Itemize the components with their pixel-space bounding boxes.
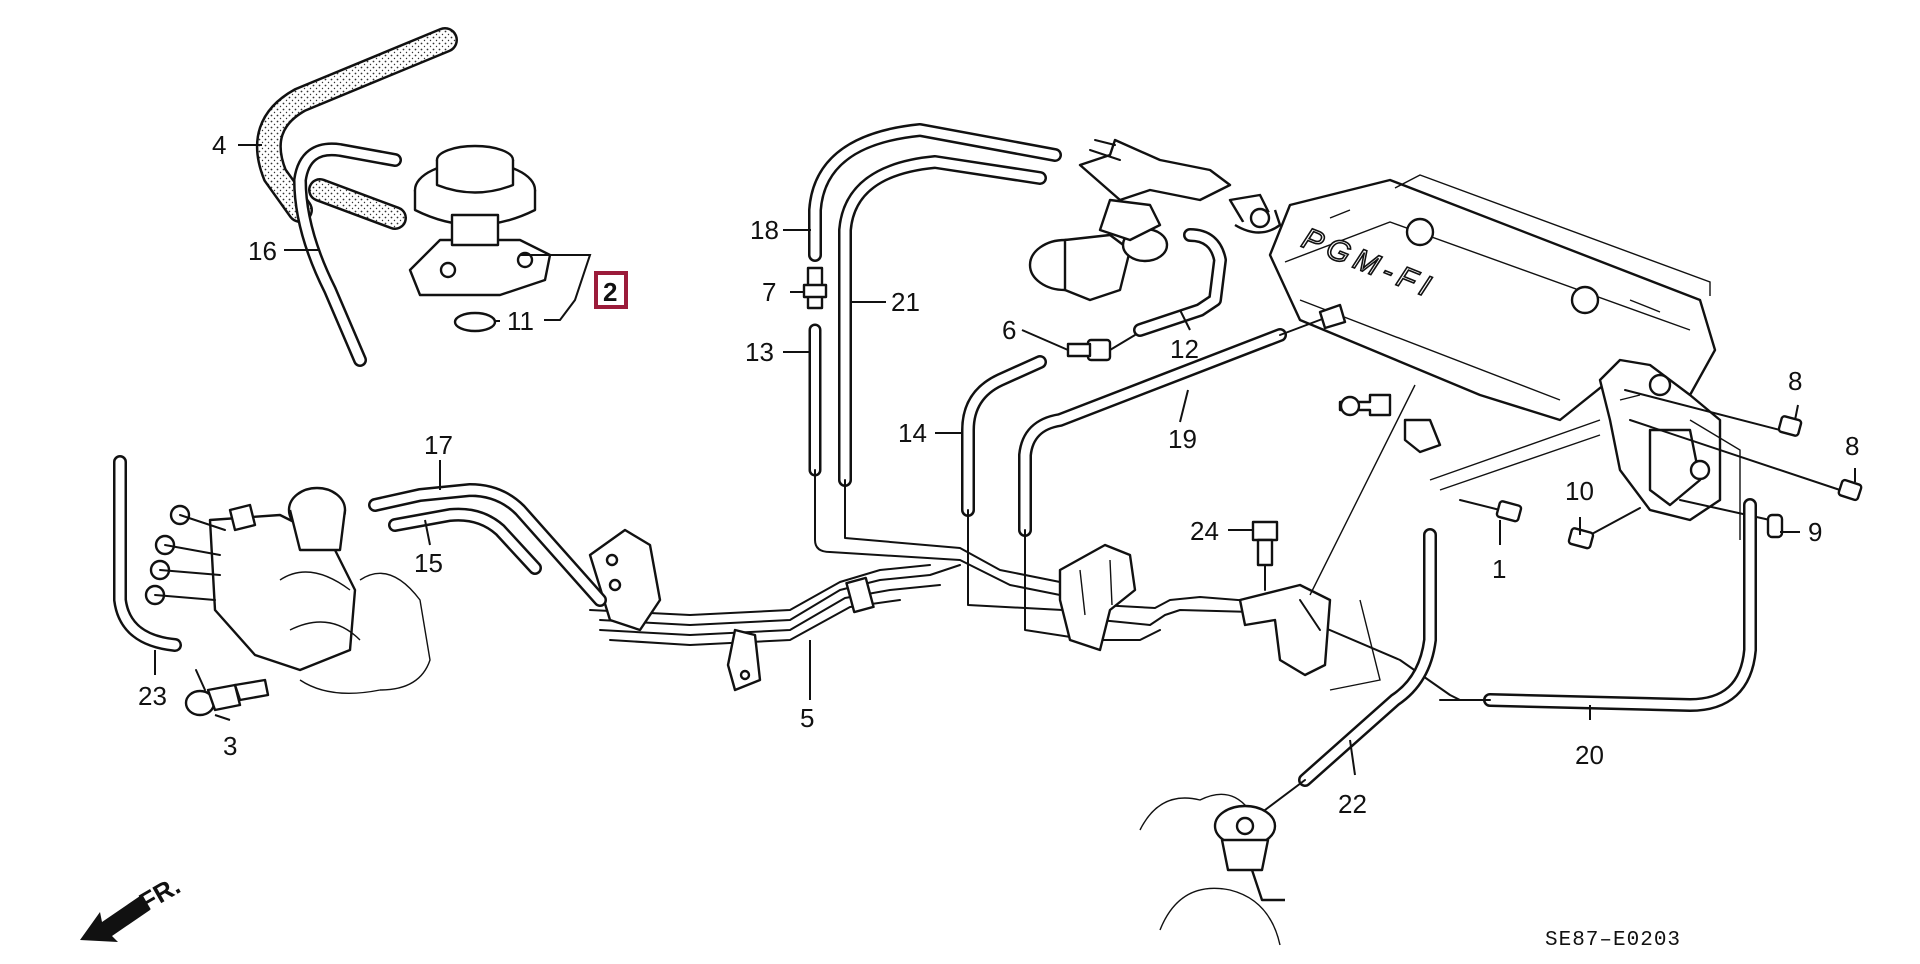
callout-20: 20	[1575, 740, 1604, 770]
callout-24: 24	[1190, 516, 1219, 546]
callout-2-highlight-box	[594, 271, 628, 309]
callout-11: 11	[507, 306, 534, 336]
callout-19: 19	[1168, 424, 1197, 454]
fuel-pressure-regulator	[1139, 793, 1285, 946]
tube-bracket	[588, 528, 762, 692]
callout-7: 7	[762, 277, 776, 307]
callout-22: 22	[1338, 789, 1367, 819]
gasket-11	[453, 311, 497, 333]
joint-7	[802, 266, 828, 310]
intake-manifold	[1268, 174, 1717, 422]
front-direction-arrow-icon	[80, 896, 150, 942]
tube-assembly-5	[589, 469, 1461, 701]
air-intake-assembly	[144, 486, 431, 694]
callout-8-lower: 8	[1845, 431, 1859, 461]
bolt-24	[1251, 520, 1279, 591]
callout-10: 10	[1565, 476, 1594, 506]
purge-control-valve	[1028, 138, 1282, 302]
callout-9: 9	[1808, 517, 1822, 547]
fitting-6	[1066, 334, 1136, 362]
vacuum-cap-1	[1459, 499, 1523, 523]
callout-17: 17	[424, 430, 453, 460]
hose-17	[368, 483, 607, 607]
callout-23: 23	[138, 681, 167, 711]
hose-14	[961, 355, 1101, 613]
manifold-bolt	[1338, 393, 1392, 417]
callout-18: 18	[750, 215, 779, 245]
callout-15: 15	[414, 548, 443, 578]
callout-1: 1	[1492, 554, 1506, 584]
clip-bracket	[1403, 418, 1442, 454]
vacuum-cap-8-upper	[1624, 389, 1803, 437]
egr-control-valve	[408, 144, 552, 297]
callout-21: 21	[891, 287, 920, 317]
throttle-body	[1598, 358, 1741, 540]
callout-5: 5	[800, 703, 814, 733]
fitting-3	[184, 669, 270, 717]
diagram-code: SE87–E0203	[1545, 929, 1681, 952]
hose-23	[113, 455, 182, 652]
callout-3: 3	[223, 731, 237, 761]
callout-16: 16	[248, 236, 277, 266]
callout-14: 14	[898, 418, 927, 448]
callout-8-upper: 8	[1788, 366, 1802, 396]
callout-6: 6	[1002, 315, 1016, 345]
vacuum-cap-10	[1567, 507, 1641, 550]
callout-2[interactable]: 2	[603, 277, 617, 307]
hose-20	[1439, 498, 1757, 712]
callout-12: 12	[1170, 334, 1199, 364]
callout-4: 4	[212, 130, 226, 160]
hose-16	[293, 142, 402, 367]
hose-22	[1264, 528, 1437, 811]
bracket-24	[1058, 543, 1332, 677]
hose-12	[1133, 228, 1227, 337]
vacuum-cap-8-lower	[1629, 419, 1863, 502]
leader-lines	[154, 144, 1856, 776]
hose-15	[388, 507, 542, 575]
callout-13: 13	[745, 337, 774, 367]
hose-18-21	[808, 123, 1062, 487]
